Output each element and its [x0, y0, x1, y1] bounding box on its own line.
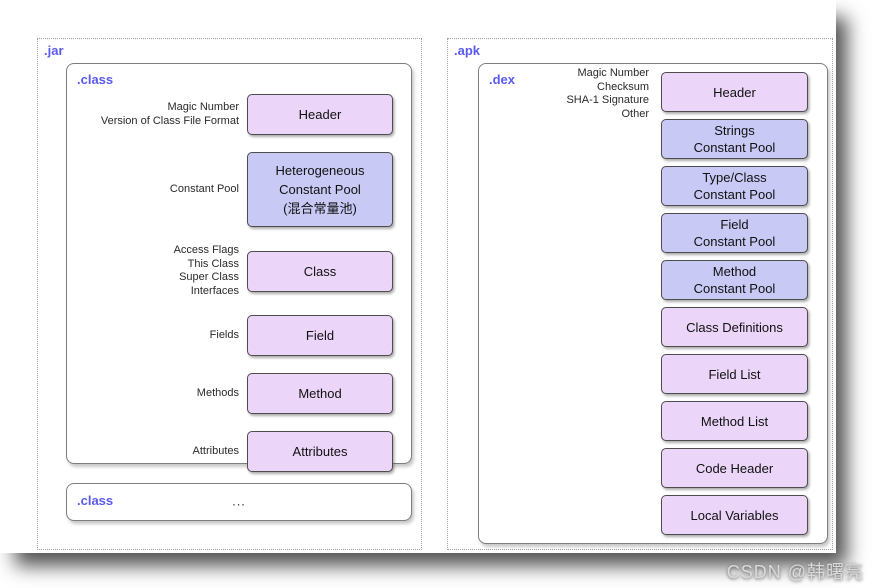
watermark: CSDN @韩曙亮 [726, 562, 864, 582]
format-box-attributes: Attributes [247, 431, 393, 472]
format-box-method-constant-pool: Method Constant Pool [661, 260, 808, 300]
format-row: Fields Field [67, 315, 393, 356]
class-file-box: .class Magic Number Version of Class Fil… [66, 63, 412, 472]
format-row: Attributes Attributes [67, 431, 393, 472]
format-box-heterogeneous-constant-pool: Heterogeneous Constant Pool (混合常量池) [247, 152, 393, 227]
format-box-header: Header [247, 94, 393, 135]
row-annotation: Fields [209, 328, 239, 341]
apk-panel: .apk .dex Magic Number Checksum SHA-1 Si… [447, 38, 833, 550]
row-annotation: Access Flags This Class Super Class Inte… [173, 244, 239, 297]
format-box-strings-constant-pool: Strings Constant Pool [661, 119, 808, 159]
class-label: .class [77, 72, 114, 87]
format-box-header: Header [661, 72, 808, 112]
format-box-method-list: Method List [661, 401, 808, 441]
dex-header-annotation: Magic Number Checksum SHA-1 Signature Ot… [566, 67, 649, 120]
jar-label: .jar [44, 43, 64, 58]
format-box-field: Field [247, 315, 393, 356]
format-row: Methods Method [67, 373, 393, 414]
format-box-local-variables: Local Variables [661, 495, 808, 535]
row-annotation: Methods [196, 386, 239, 399]
class-file-more-box: .class ... [66, 483, 412, 521]
apk-label: .apk [454, 43, 481, 58]
jar-panel: .jar .class Magic Number Version of Clas… [37, 38, 422, 550]
page-sheet: .jar .class Magic Number Version of Clas… [37, 38, 833, 550]
format-box-type-class-constant-pool: Type/Class Constant Pool [661, 166, 808, 206]
row-annotation: Constant Pool [169, 182, 239, 195]
format-box-field-list: Field List [661, 354, 808, 394]
dex-label: .dex [489, 72, 516, 87]
format-box-class-definitions: Class Definitions [661, 307, 808, 347]
class-more-label: .class [77, 493, 114, 508]
format-box-field-constant-pool: Field Constant Pool [661, 213, 808, 253]
format-row: Access Flags This Class Super Class Inte… [67, 244, 393, 298]
row-annotation: Attributes [192, 444, 239, 457]
dex-file-box: .dex Magic Number Checksum SHA-1 Signatu… [478, 63, 828, 544]
class-structure-rows: Magic Number Version of Class File Forma… [67, 94, 393, 472]
row-annotation: Magic Number Version of Class File Forma… [100, 101, 239, 127]
format-box-class: Class [247, 250, 393, 292]
ellipsis-text: ... [232, 493, 246, 509]
format-row: Constant Pool Heterogeneous Constant Pool… [67, 152, 393, 227]
format-box-method: Method [247, 373, 393, 414]
format-box-code-header: Code Header [661, 448, 808, 488]
format-row: Magic Number Version of Class File Forma… [67, 94, 393, 135]
